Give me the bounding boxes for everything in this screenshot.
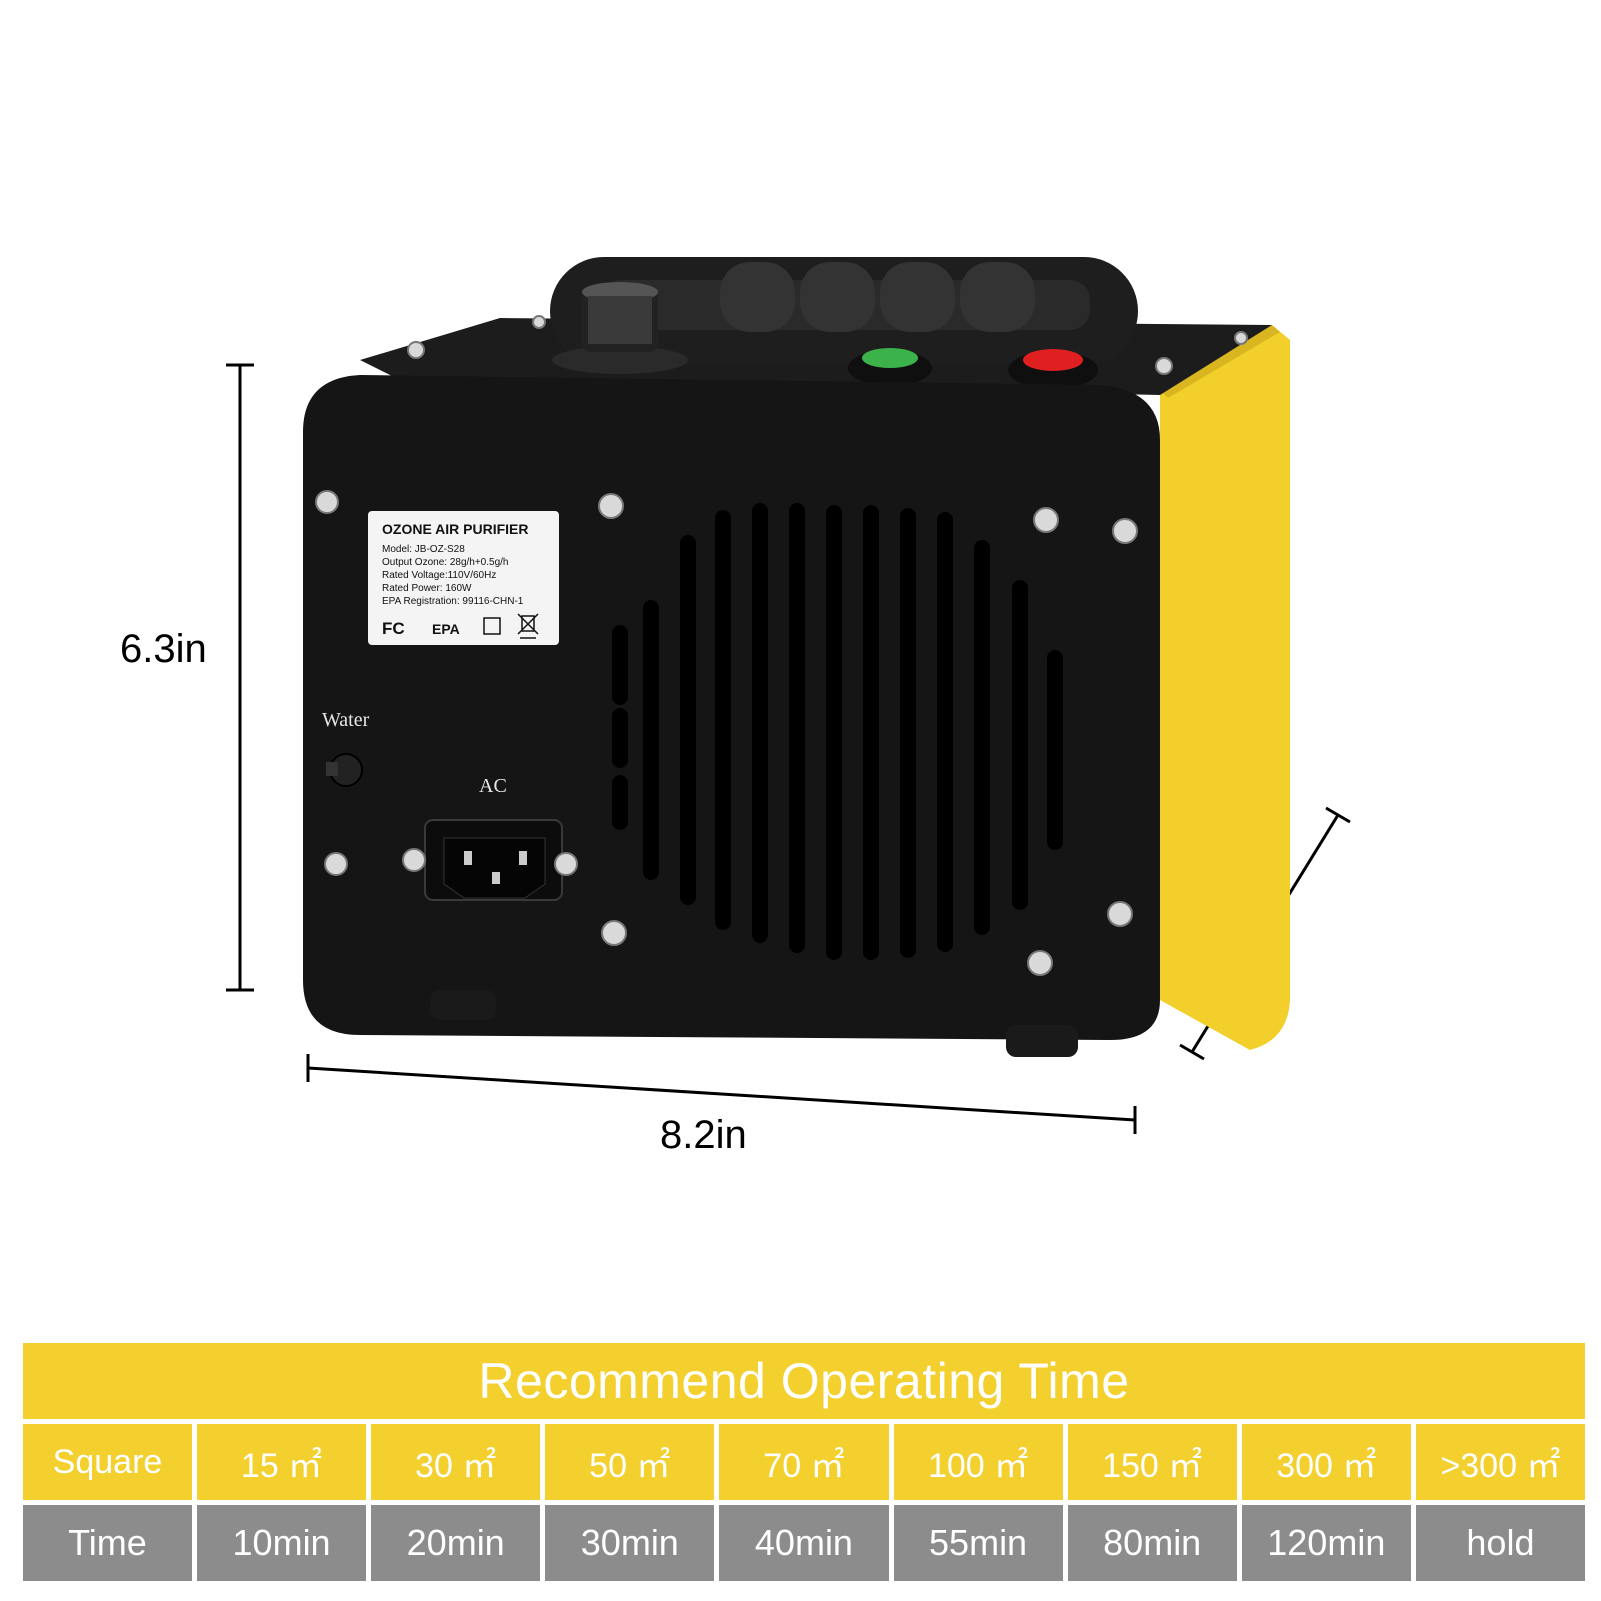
spec-label-title: OZONE AIR PURIFIER [382, 521, 529, 537]
time-cell: 30min [545, 1505, 715, 1581]
width-label: 8.2in [660, 1113, 747, 1157]
carry-handle [550, 257, 1138, 365]
start-button[interactable] [848, 348, 932, 386]
weee-bin-icon [517, 613, 539, 639]
width-dimension [306, 1054, 1137, 1134]
ac-power-socket[interactable] [402, 819, 578, 901]
stop-button[interactable] [1008, 349, 1098, 389]
spec-label-line: Rated Power: 160W [382, 583, 472, 594]
square-cell: 300 ㎡ [1241, 1424, 1411, 1500]
height-dimension [226, 363, 254, 992]
spec-label: OZONE AIR PURIFIER Model: JB-OZ-S28 Outp… [368, 511, 559, 645]
water-inlet [326, 753, 363, 787]
operating-time-table: Recommend Operating Time Square 15 ㎡ 30 … [23, 1343, 1585, 1581]
front-panel [303, 375, 1160, 1040]
front-foot-left [430, 990, 496, 1020]
time-cell: hold [1415, 1505, 1585, 1581]
square-cell: >300 ㎡ [1415, 1424, 1585, 1500]
vent-grille [612, 503, 1063, 960]
square-cell: 30 ㎡ [371, 1424, 541, 1500]
time-cell: 40min [719, 1505, 889, 1581]
spec-label-line: Rated Voltage:110V/60Hz [382, 570, 496, 581]
timer-knob[interactable] [552, 282, 688, 374]
screws [315, 315, 1248, 976]
square-cell: 100 ㎡ [893, 1424, 1063, 1500]
time-cell: 80min [1067, 1505, 1237, 1581]
time-cell: 55min [893, 1505, 1063, 1581]
spec-label-line: EPA Registration: 99116-CHN-1 [382, 596, 524, 607]
table-title: Recommend Operating Time [23, 1343, 1585, 1419]
time-cell: 20min [371, 1505, 541, 1581]
height-label: 6.3in [120, 627, 207, 671]
square-header: Square [23, 1424, 192, 1500]
spec-label-line: Output Ozone: 28g/h+0.5g/h [382, 557, 508, 568]
time-cell: 120min [1241, 1505, 1411, 1581]
ac-label: AC [479, 775, 507, 797]
time-header: Time [23, 1505, 192, 1581]
water-label: Water [322, 709, 370, 731]
epa-mark: EPA [432, 621, 460, 637]
square-cell: 150 ㎡ [1067, 1424, 1237, 1500]
square-cell: 70 ㎡ [719, 1424, 889, 1500]
time-cell: 10min [197, 1505, 367, 1581]
double-insulation-icon [483, 617, 501, 635]
square-row: Square 15 ㎡ 30 ㎡ 50 ㎡ 70 ㎡ 100 ㎡ 150 ㎡ 3… [23, 1424, 1585, 1500]
spec-label-line: Model: JB-OZ-S28 [382, 544, 465, 555]
side-panel [1160, 325, 1290, 1050]
square-cell: 15 ㎡ [197, 1424, 367, 1500]
product-illustration: 6.3in 8.2in 9in [120, 257, 1351, 1157]
front-foot-right [1006, 1025, 1078, 1057]
fcc-mark: FC [382, 619, 405, 638]
square-cell: 50 ㎡ [545, 1424, 715, 1500]
time-row: Time 10min 20min 30min 40min 55min 80min… [23, 1505, 1585, 1581]
